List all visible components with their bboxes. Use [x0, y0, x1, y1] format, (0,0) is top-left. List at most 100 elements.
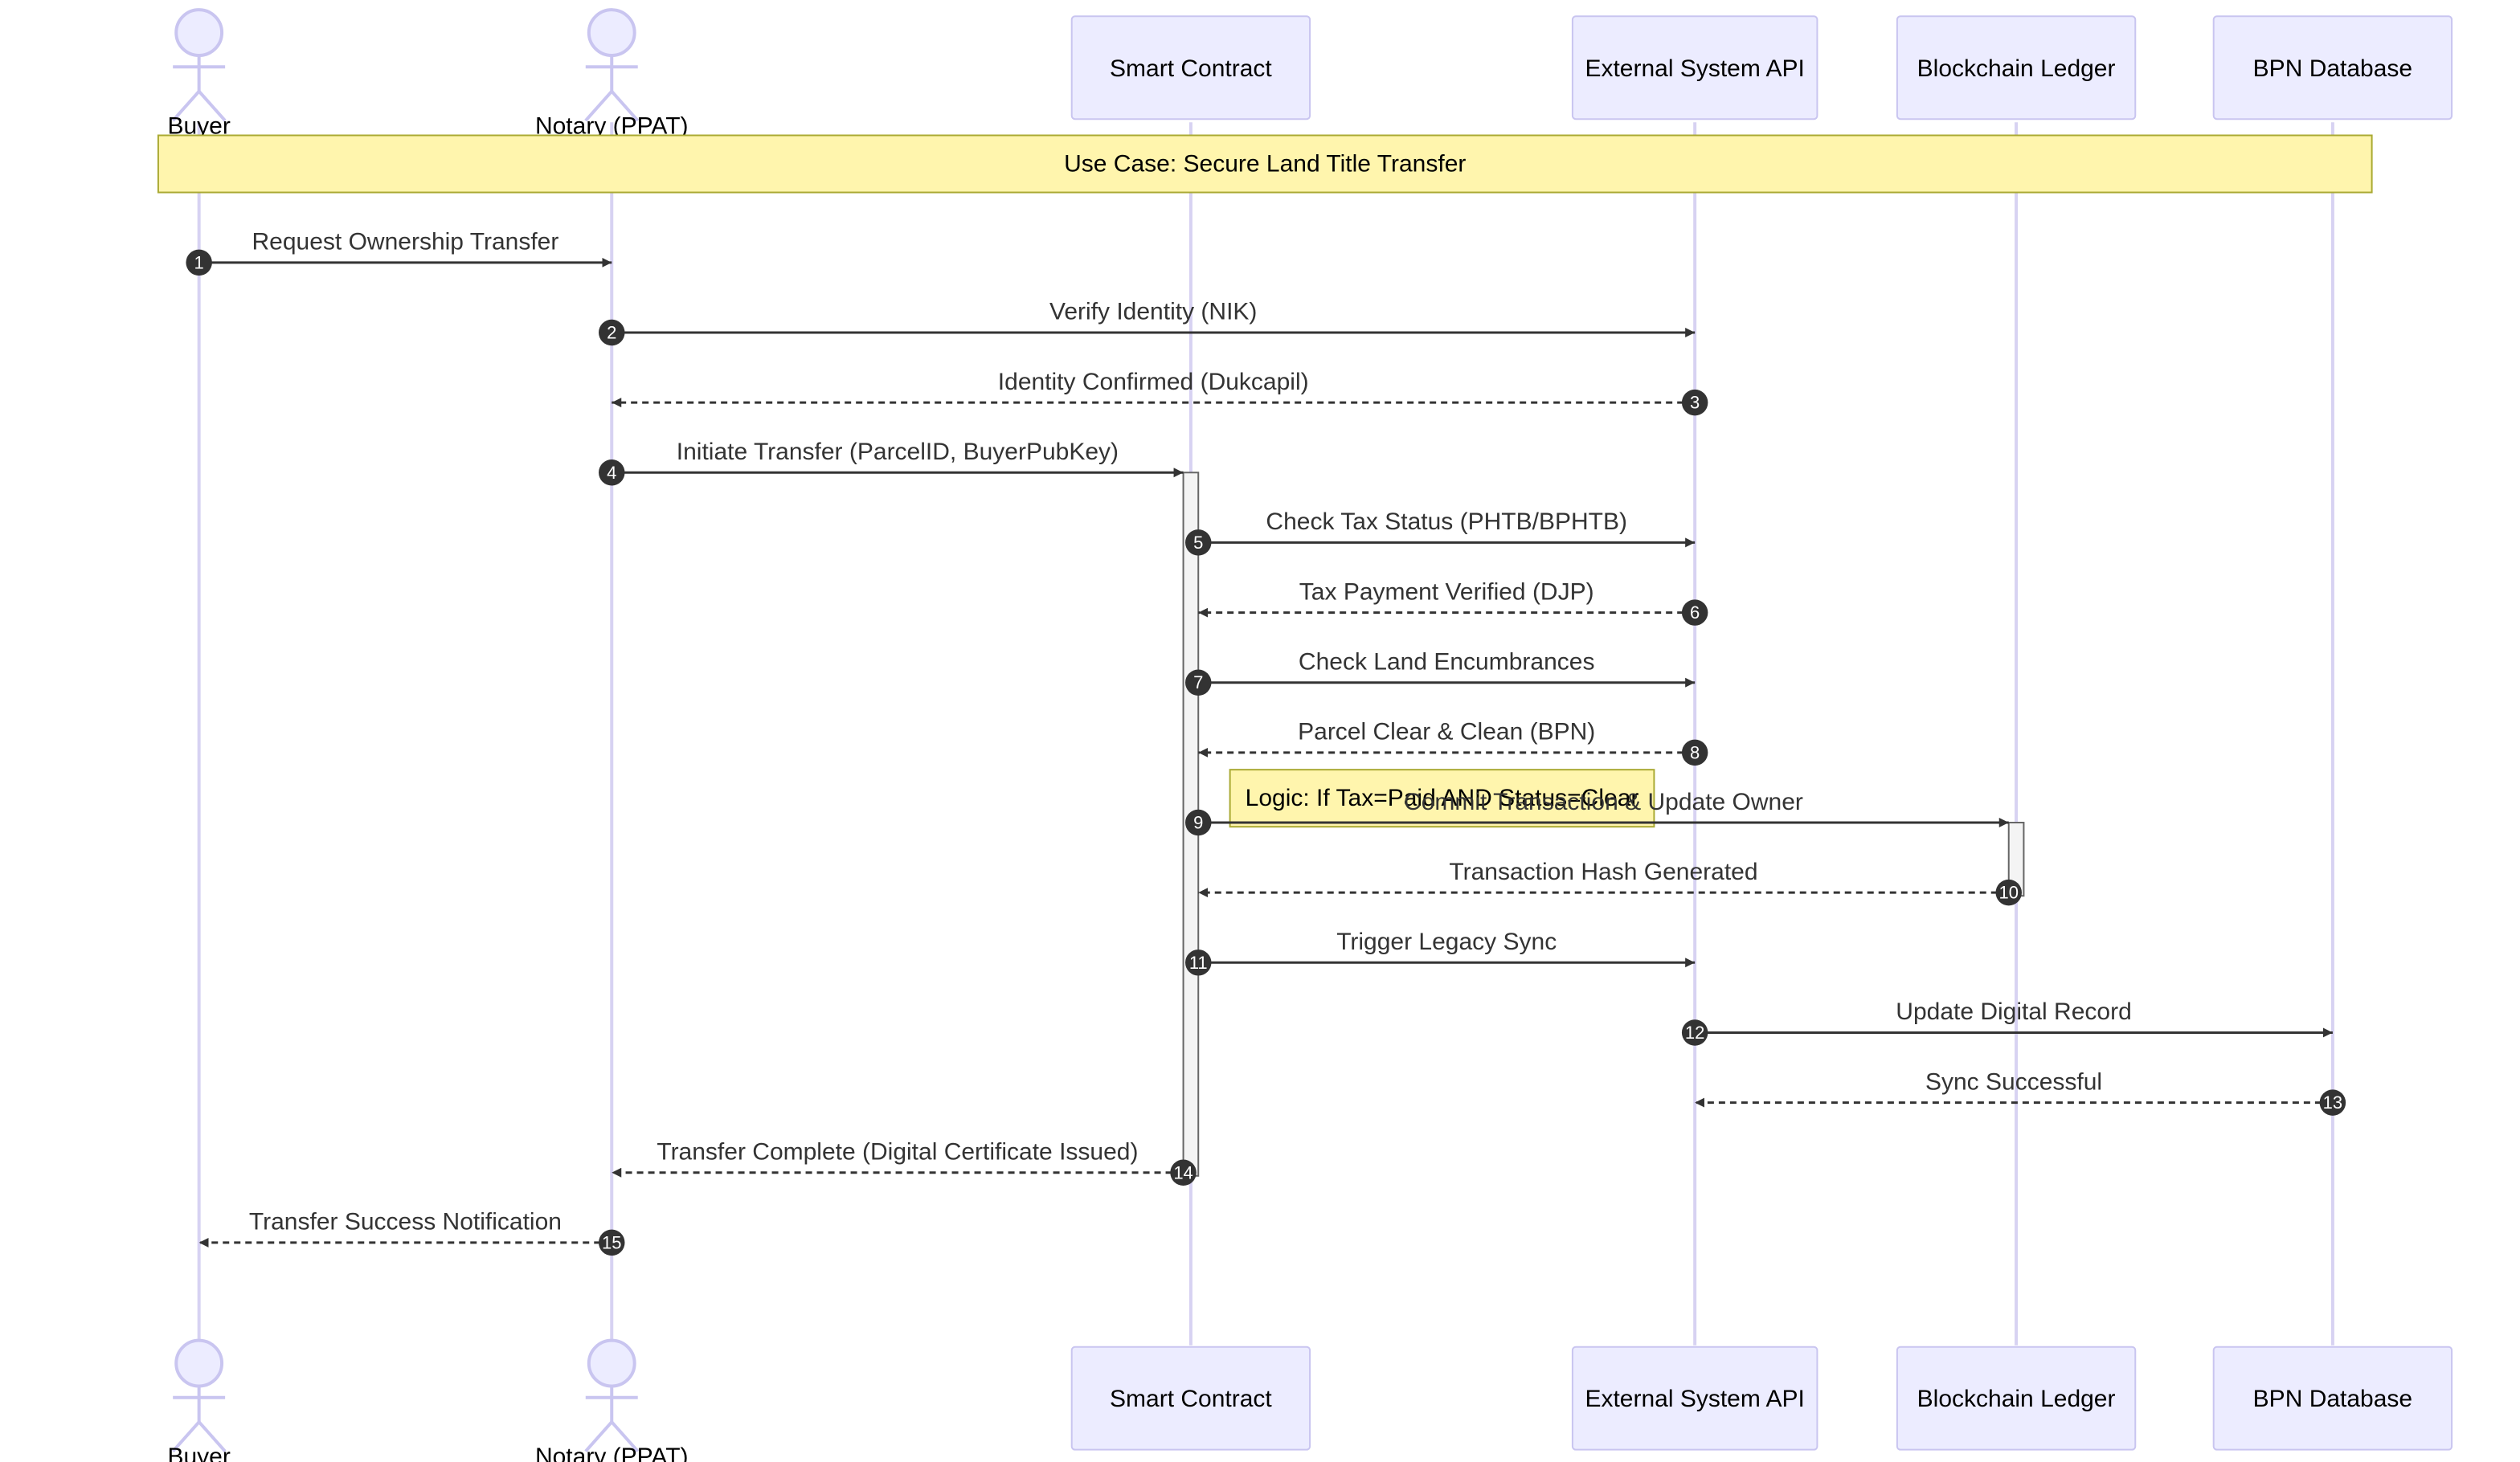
- message-1: Request Ownership Transfer 1: [186, 229, 612, 276]
- message-13: Sync Successful 13: [1695, 1068, 2346, 1116]
- participant-label-api: External System API: [1585, 1386, 1804, 1412]
- message-5: Check Tax Status (PHTB/BPHTB) 5: [1185, 508, 1696, 556]
- message-label: Update Digital Record: [1896, 998, 2131, 1025]
- message-label: Transaction Hash Generated: [1449, 859, 1757, 885]
- actor-head-icon: [587, 8, 636, 58]
- message-label: Parcel Clear & Clean (BPN): [1298, 719, 1595, 745]
- actor-leg-icon: [198, 90, 227, 122]
- sequence-number: 4: [607, 463, 616, 483]
- actor-leg-icon: [171, 90, 201, 122]
- participant-api-top: External System API: [1571, 15, 1818, 120]
- sequence-number: 1: [194, 252, 204, 272]
- sequence-number-badge: [1681, 599, 1708, 626]
- actor-head-icon: [587, 1338, 636, 1388]
- sequence-number: 3: [1690, 393, 1700, 413]
- sequence-number-badge: [1185, 809, 1212, 836]
- participant-bpn-bottom: BPN Database: [2212, 1346, 2453, 1451]
- message-label: Check Land Encumbrances: [1299, 648, 1595, 675]
- participant-api-bottom: External System API: [1571, 1346, 1818, 1451]
- message-label: Initiate Transfer (ParcelID, BuyerPubKey…: [677, 439, 1119, 465]
- note-text: Logic: If Tax=Paid AND Status=Clear: [1246, 785, 1639, 811]
- participant-box: [1070, 1346, 1311, 1451]
- message-9: Commit Transaction & Update Owner 9: [1185, 789, 2009, 836]
- message-12: Update Digital Record 12: [1681, 998, 2333, 1046]
- sequence-number-badge: [1681, 739, 1708, 766]
- note-box: [157, 134, 2373, 194]
- message-label: Identity Confirmed (Dukcapil): [998, 369, 1309, 395]
- message-6: Tax Payment Verified (DJP) 6: [1198, 578, 1708, 626]
- participant-label-ledger: Blockchain Ledger: [1917, 1386, 2116, 1412]
- message-label: Transfer Complete (Digital Certificate I…: [657, 1139, 1138, 1166]
- message-label: Sync Successful: [1925, 1068, 2102, 1095]
- sequence-number: 11: [1189, 953, 1208, 973]
- message-2: Verify Identity (NIK) 2: [599, 299, 1696, 346]
- actor-label-notary: Notary (PPAT): [535, 1444, 689, 1462]
- sequence-number-badge: [599, 319, 625, 346]
- actor-buyer-top: Buyer: [167, 8, 231, 139]
- message-3: Identity Confirmed (Dukcapil) 3: [612, 369, 1708, 416]
- participant-label-bpn: BPN Database: [2253, 1386, 2412, 1412]
- sequence-number: 6: [1690, 602, 1700, 623]
- note-text: Use Case: Secure Land Title Transfer: [1064, 151, 1466, 178]
- sequence-number: 12: [1685, 1023, 1704, 1043]
- sequence-number-badge: [1681, 389, 1708, 416]
- sequence-number: 2: [607, 322, 616, 342]
- actor-label-buyer: Buyer: [167, 1444, 230, 1462]
- message-label: Transfer Success Notification: [249, 1209, 562, 1235]
- actor-leg-icon: [610, 90, 640, 122]
- actor-head-icon: [174, 8, 224, 58]
- participant-box: [1896, 1346, 2137, 1451]
- message-label: Tax Payment Verified (DJP): [1299, 578, 1594, 605]
- message-10: Transaction Hash Generated 10: [1198, 859, 2022, 906]
- actor-leg-icon: [198, 1420, 227, 1453]
- participant-contract-top: Smart Contract: [1070, 15, 1311, 120]
- sequence-number: 10: [1998, 883, 2018, 903]
- sequence-number-badge: [599, 1229, 625, 1256]
- message-4: Initiate Transfer (ParcelID, BuyerPubKey…: [599, 439, 1184, 486]
- sequence-number-badge: [1185, 949, 1212, 976]
- sequence-number: 7: [1193, 672, 1203, 692]
- sequence-number: 13: [2323, 1092, 2342, 1113]
- actor-notary-top: Notary (PPAT): [535, 8, 689, 139]
- message-14: Transfer Complete (Digital Certificate I…: [612, 1139, 1197, 1186]
- sequence-number: 9: [1193, 813, 1203, 833]
- participant-label-contract: Smart Contract: [1110, 1386, 1272, 1412]
- sequence-number-badge: [186, 249, 212, 276]
- note-2: Logic: If Tax=Paid AND Status=Clear: [1229, 769, 1655, 828]
- sequence-number-badge: [1681, 1019, 1708, 1046]
- participant-ledger-bottom: Blockchain Ledger: [1896, 1346, 2137, 1451]
- message-11: Trigger Legacy Sync 11: [1185, 929, 1696, 976]
- participant-label-api: External System API: [1585, 55, 1804, 82]
- sequence-number-badge: [1170, 1159, 1197, 1186]
- participant-contract-bottom: Smart Contract: [1070, 1346, 1311, 1451]
- sequence-number: 14: [1173, 1162, 1192, 1182]
- message-label: Verify Identity (NIK): [1049, 299, 1257, 325]
- sequence-number: 8: [1690, 742, 1700, 762]
- message-7: Check Land Encumbrances 7: [1185, 648, 1696, 696]
- participant-box: [2212, 1346, 2453, 1451]
- participant-box: [2212, 15, 2453, 120]
- actor-leg-icon: [584, 90, 613, 122]
- actor-notary-bottom: Notary (PPAT): [535, 1338, 689, 1462]
- actor-leg-icon: [171, 1420, 201, 1453]
- participant-box: [1896, 15, 2137, 120]
- message-label: Check Tax Status (PHTB/BPHTB): [1266, 508, 1627, 535]
- message-label: Trigger Legacy Sync: [1336, 929, 1557, 955]
- participant-ledger-top: Blockchain Ledger: [1896, 15, 2137, 120]
- message-label: Request Ownership Transfer: [252, 229, 559, 255]
- message-8: Parcel Clear & Clean (BPN) 8: [1198, 719, 1708, 766]
- participant-label-contract: Smart Contract: [1110, 55, 1272, 82]
- participant-box: [1571, 15, 1818, 120]
- sequence-number-badge: [1185, 529, 1212, 556]
- participant-label-ledger: Blockchain Ledger: [1917, 55, 2116, 82]
- sequence-number: 15: [602, 1232, 621, 1252]
- participant-box: [1571, 1346, 1818, 1451]
- participant-label-bpn: BPN Database: [2253, 55, 2412, 82]
- note-box: [1229, 769, 1655, 828]
- sequence-number-badge: [1995, 879, 2022, 906]
- message-label: Commit Transaction & Update Owner: [1404, 789, 1803, 815]
- participant-box: [1070, 15, 1311, 120]
- sequence-number-badge: [2319, 1089, 2346, 1116]
- sequence-number: 5: [1193, 533, 1203, 553]
